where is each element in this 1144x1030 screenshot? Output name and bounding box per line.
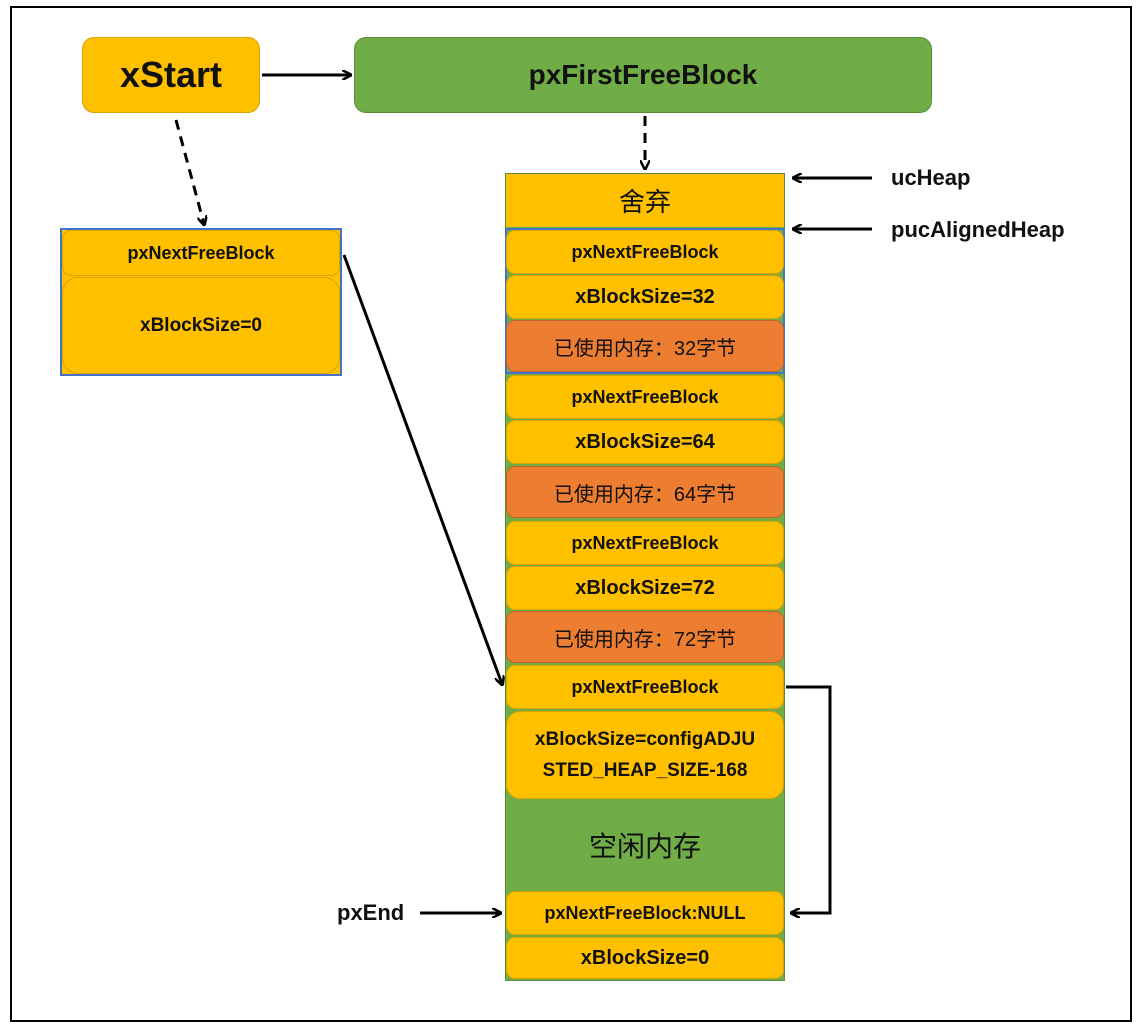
heap-block-1-size: xBlockSize=32	[506, 275, 784, 319]
end-block-next-label: pxNextFreeBlock:NULL	[544, 902, 746, 923]
heap-block-1-used-label: 已使用内存：32字节	[553, 337, 737, 360]
start-block-next: pxNextFreeBlock	[62, 230, 340, 276]
aligned-heap-label: pucAlignedHeap	[891, 217, 1065, 242]
end-block-next: pxNextFreeBlock:NULL	[506, 891, 784, 935]
end-block-size-label: xBlockSize=0	[580, 946, 710, 969]
xstart-label: xStart	[119, 54, 223, 95]
heap-block-2-size-label: xBlockSize=64	[575, 430, 715, 453]
heap-block-2-next-label: pxNextFreeBlock	[571, 386, 719, 407]
heap-block-2-used-label: 已使用内存：64字节	[553, 483, 737, 506]
first-free-block-box: pxFirstFreeBlock	[354, 37, 932, 113]
xstart-dashed-arrow	[174, 119, 204, 224]
discard-block: 舍弃	[506, 174, 784, 227]
heap-block-2-used: 已使用内存：64字节	[506, 466, 784, 518]
heap-block-2-size: xBlockSize=64	[506, 420, 784, 464]
free-next-to-end-arrow	[786, 685, 832, 913]
free-block-size-line2: STED_HEAP_SIZE-168	[542, 760, 748, 781]
heap-block-3-next: pxNextFreeBlock	[506, 521, 784, 565]
free-memory-region: 空闲内存	[506, 800, 784, 890]
xstart-box: xStart	[82, 37, 260, 113]
heap-block-1-size-label: xBlockSize=32	[575, 285, 715, 308]
end-block-size: xBlockSize=0	[506, 937, 784, 979]
discard-label: 舍弃	[618, 187, 671, 217]
heap-block-3-next-label: pxNextFreeBlock	[571, 532, 719, 553]
heap-block-3-size: xBlockSize=72	[506, 566, 784, 610]
first-free-block-label: pxFirstFreeBlock	[528, 59, 758, 90]
heap-block-1-next: pxNextFreeBlock	[506, 230, 784, 274]
pxend-label: pxEnd	[337, 900, 405, 925]
free-block-next-label: pxNextFreeBlock	[571, 676, 719, 697]
free-block-next: pxNextFreeBlock	[506, 665, 784, 709]
start-block-next-label: pxNextFreeBlock	[127, 242, 275, 263]
free-block-size: xBlockSize=configADJU STED_HEAP_SIZE-168	[506, 711, 784, 799]
ucheap-label: ucHeap	[891, 165, 971, 190]
free-block-size-line1: xBlockSize=configADJU	[534, 729, 756, 750]
heap-block-1-next-label: pxNextFreeBlock	[571, 241, 719, 262]
start-block-size-label: xBlockSize=0	[140, 314, 262, 336]
heap-block-1-used: 已使用内存：32字节	[506, 320, 784, 372]
free-memory-label: 空闲内存	[588, 831, 701, 862]
heap-block-2-next: pxNextFreeBlock	[506, 375, 784, 419]
heap-block-3-size-label: xBlockSize=72	[575, 576, 715, 599]
heap-block-3-used-label: 已使用内存：72字节	[553, 628, 737, 651]
start-next-to-free-arrow	[342, 254, 502, 684]
start-block-size: xBlockSize=0	[62, 277, 340, 374]
heap-block-3-used: 已使用内存：72字节	[506, 611, 784, 663]
